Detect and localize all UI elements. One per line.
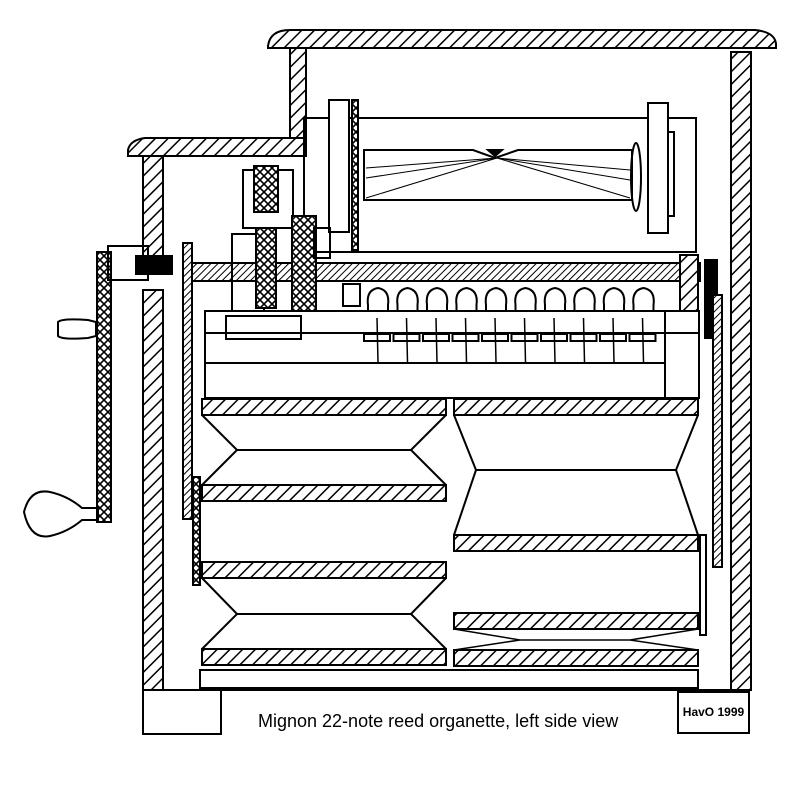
reed-tongue: [641, 317, 645, 363]
reed-tongue: [376, 317, 379, 363]
right-bellows-lower: [453, 612, 699, 630]
roller-left-end: [328, 99, 350, 233]
right-bellows-bottom: [453, 649, 699, 667]
reed-chamber: [632, 286, 655, 311]
reed-chamber: [514, 286, 537, 311]
left-bellows-mid-lower: [201, 561, 447, 579]
roller-right-end: [647, 102, 669, 234]
music-roll: [363, 149, 633, 201]
crank-handle: [22, 490, 99, 538]
reed-chamber: [602, 286, 626, 311]
roller-gear: [351, 99, 359, 251]
reed-chamber: [425, 286, 449, 311]
case-base-left-foot: [142, 689, 222, 735]
crank-arm: [96, 251, 112, 523]
reed-tongue: [553, 317, 556, 363]
case-right-wall: [730, 51, 752, 691]
case-left-wall-lower: [142, 289, 164, 691]
left-bellows-bottom: [201, 648, 447, 666]
reed-chamber: [543, 286, 567, 311]
shaft-hub: [679, 254, 699, 312]
case-left-wall-upper: [142, 155, 164, 261]
left-bellows-top: [201, 398, 447, 416]
reed-tongue: [612, 317, 615, 363]
reed-tongue: [405, 317, 409, 363]
reed-chamber: [573, 286, 596, 311]
case-shelf: [127, 137, 307, 157]
lid: [267, 29, 777, 49]
reed-chamber: [455, 286, 478, 311]
right-bellows-top: [453, 398, 699, 416]
diagram-caption: Mignon 22-note reed organette, left side…: [258, 711, 619, 731]
reed-chamber: [366, 286, 390, 311]
reed-tongue: [582, 317, 586, 363]
reed-tongue: [494, 317, 497, 363]
reed-tongue: [464, 317, 468, 363]
reed-tongue: [435, 317, 438, 363]
reed-tongue: [523, 317, 527, 363]
reed-block: [204, 310, 700, 334]
left-bellows-mid-upper: [201, 484, 447, 502]
right-bellows-middle: [453, 534, 699, 552]
roller-frame: [303, 117, 697, 253]
reed-chamber: [396, 286, 419, 311]
crank-knob: [57, 318, 97, 340]
reed-chamber: [484, 286, 508, 311]
author-credit: HavO 1999: [677, 691, 750, 734]
